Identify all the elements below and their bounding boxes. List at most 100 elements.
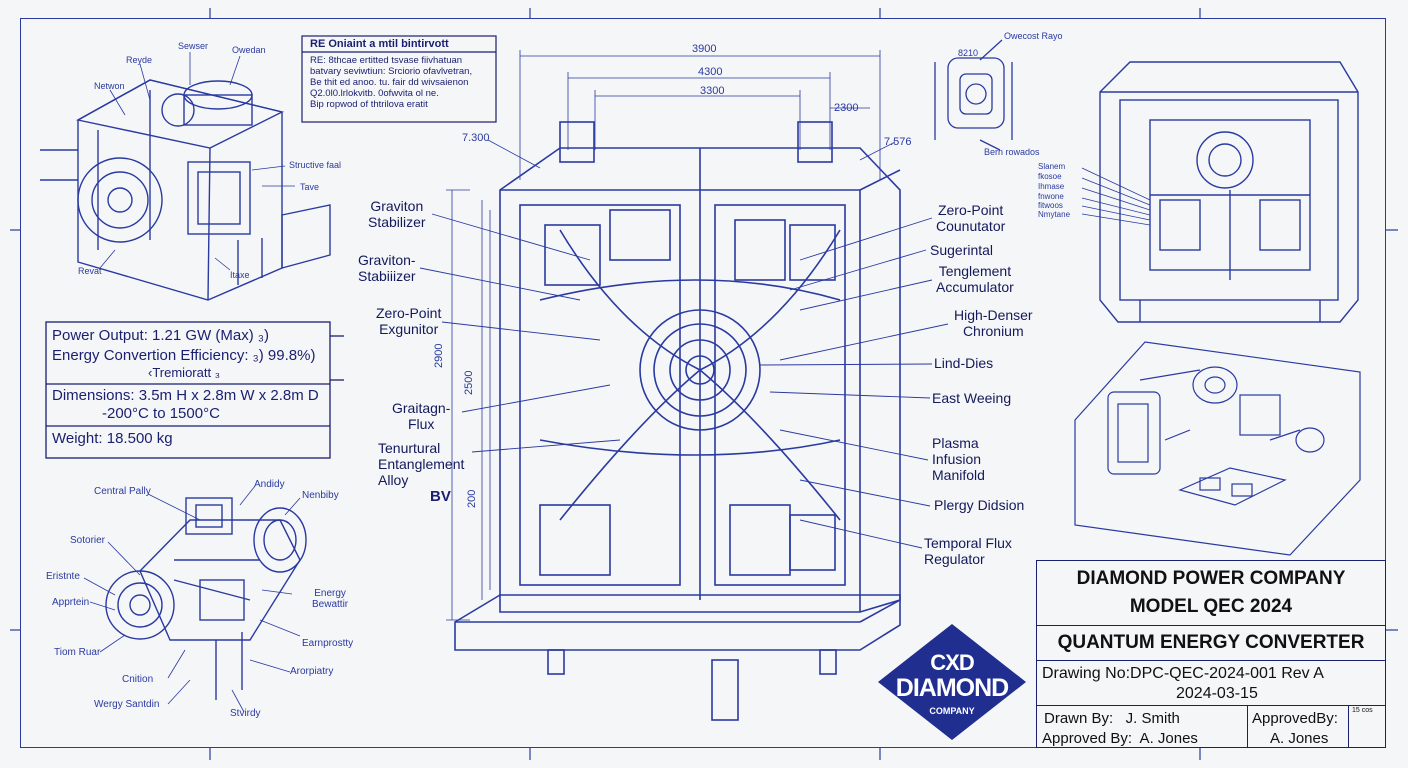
label-fave: Tave [300, 182, 320, 192]
drawing-number: Drawing No:DPC-QEC-2024-001 Rev A [1042, 665, 1324, 682]
label-seweer: Sewser [178, 41, 209, 51]
label-structive-faal: Structive faal [289, 160, 342, 170]
main-converter-drawing [454, 121, 901, 721]
drawn-by: Drawn By: J. Smith [1044, 710, 1180, 727]
dimension-label: 200 [466, 489, 478, 508]
spec-dimensions: Dimensions: 3.5m H x 2.8m W x 2.8m D [52, 387, 319, 404]
key-label: Ihmase [1038, 182, 1065, 191]
dimension-label: 2900 [433, 343, 445, 368]
diamond-company-logo: CXD DIAMOND COMPANY [876, 622, 1028, 742]
label-wergy-santdin: Wergy Santdin [94, 699, 160, 710]
border-ticks [10, 8, 1398, 760]
dimension-label: 4300 [698, 66, 723, 78]
label-cnition: Cnition [122, 674, 154, 685]
dimension-label: 7.300 [462, 132, 490, 144]
specs-box-frame [45, 321, 344, 459]
note-box-title: RE Oniaint a mtil bintirvott [310, 38, 449, 50]
sheet-ref: 15 cos [1352, 707, 1373, 714]
label-zero-point-counator: Zero-Point Counutator [936, 202, 1006, 234]
label-reyde: Reyde [126, 55, 153, 65]
bottom-left-motor-drawing [105, 497, 307, 700]
dimension-label: 7.576 [884, 136, 912, 148]
note-box-line: RE: 8thcae ertitted tsvase fiivhatuan [310, 55, 463, 66]
logo-name: DIAMOND [895, 674, 1009, 702]
key-label: fnwone [1038, 192, 1064, 201]
note-box-line: Bip ropwod of thtrilova eratit [310, 99, 428, 110]
drawing-date: 2024-03-15 [1176, 685, 1258, 702]
label-tiom-ruar: Tiom Ruar [54, 647, 101, 658]
top-left-machine-drawing [40, 79, 331, 301]
note-box-line: Be thit ed anoo. tu. fair dd wivsaienon [310, 77, 469, 88]
label-oweden: Owedan [232, 45, 266, 55]
model-name: MODEL QEC 2024 [1129, 596, 1293, 617]
company-name: DIAMOND POWER COMPANY [1076, 568, 1346, 589]
key-label: fkosoe [1038, 172, 1062, 181]
label-temporal-flux-regulator: Temporal Flux Regulator [924, 535, 1012, 567]
label-temporal-entanglement-alloy: Tenurtural Entanglement Alloy [378, 440, 465, 488]
dimension-label: 3300 [700, 85, 725, 97]
label-tenglement-accumulator: Tenglement Accumulator [936, 263, 1014, 295]
approved-by: Approved By: A. Jones [1042, 730, 1198, 747]
label-plergy-didsion: Plergy Didsion [934, 497, 1025, 513]
product-name: QUANTUM ENERGY CONVERTER [1057, 632, 1365, 653]
label-sotorier: Sotorier [70, 535, 106, 546]
right-key-leaders [1081, 167, 1151, 226]
label-bern-rowados: Bern rowados [984, 147, 1040, 157]
top-detail-part-drawing [934, 39, 1013, 151]
label-stvirdy: Stvirdy [230, 708, 261, 719]
note-box-line: Q2.0l0.lrlokvitb. 0ofwvita ol ne. [310, 88, 439, 99]
key-label: fitwoos [1038, 201, 1063, 210]
spec-power-output: Power Output: 1.21 GW (Max) ₃) [52, 327, 270, 344]
label-netwon: Netwon [94, 81, 125, 91]
bv-mark: BV [430, 488, 451, 505]
left-leader-lines [419, 213, 621, 453]
title-block: DIAMOND POWER COMPANY MODEL QEC 2024 QUA… [1036, 560, 1386, 748]
note-box-line: batvary seviwtiun: Srciorio ofavlvetran, [310, 66, 473, 77]
label-earnprostty: Earnprostty [302, 638, 354, 649]
top-right-cabinet-drawing [1099, 61, 1359, 323]
spec-efficiency: Energy Convertion Efficiency: ₃) 99.8%) [52, 347, 316, 364]
label-lind-dies: Lind-Dies [934, 355, 994, 371]
label-itaxe: Itaxe [230, 270, 250, 280]
bottom-left-leaders [83, 485, 301, 713]
title-block-sheet-cell [1348, 705, 1386, 748]
label-andidy: Andidy [254, 479, 285, 490]
label-arorpiatry: Arorpiatry [290, 666, 334, 677]
label-revat: Revat [78, 266, 102, 276]
spec-weight: Weight: 18.500 kg [52, 430, 173, 447]
dimension-label: 3900 [692, 43, 717, 55]
label-energy-bewattir: Energy Bewattir [312, 588, 349, 610]
label-east-weeing: East Weeing [932, 390, 1012, 406]
label-graviton-stabilizer: Graviton Stabilizer [368, 198, 426, 230]
label-owecost-rayo: Owecost Rayo [1004, 31, 1063, 41]
approved-by-name: A. Jones [1270, 730, 1329, 747]
dimension-label: 2500 [463, 370, 475, 395]
label-graviton-stabilizer-2: Graviton- Stabiiizer [358, 252, 416, 284]
right-leader-lines [759, 217, 949, 549]
label-zero-point-exgunitor: Zero-Point Exgunitor [376, 305, 442, 337]
label-nenbiby: Nenbiby [302, 490, 339, 501]
logo-sub: COMPANY [929, 706, 975, 716]
dimension-label: 2300 [834, 102, 859, 114]
top-left-leaders [99, 52, 295, 271]
exploded-view-drawing [1074, 341, 1361, 556]
label-central-pally: Central Pally [94, 486, 151, 497]
label-8210: 8210 [958, 48, 979, 58]
key-label: Nmytane [1038, 210, 1071, 219]
label-apprtein: Apprtein [52, 597, 90, 608]
label-graviton-flux: Graitagn- Flux [392, 400, 451, 432]
drawing-frame [20, 18, 1386, 748]
label-sugerintal: Sugerintal [930, 242, 994, 258]
label-eristnte: Eristnte [46, 571, 80, 582]
key-label: Slanem [1038, 162, 1066, 171]
label-plasma-infusion-manifold: Plasma Infusion Manifold [932, 435, 985, 483]
spec-thermal: ‹Tremioratt ₃ [148, 365, 220, 380]
note-box-frame [301, 35, 497, 123]
main-converter-dimensions [446, 50, 896, 621]
logo-mark: CXD [930, 650, 974, 675]
spec-temperature: -200°C to 1500°C [102, 405, 220, 422]
approved-by-label: ApprovedBy: [1252, 710, 1338, 727]
label-high-denser-chronium: High-Denser Chronium [954, 307, 1033, 339]
